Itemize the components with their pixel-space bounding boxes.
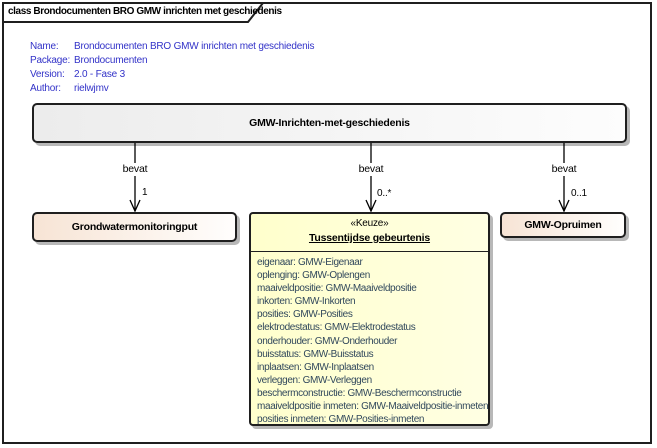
class-tussentijdse-gebeurtenis[interactable]: «Keuze» Tussentijdse gebeurtenis eigenaa… (249, 212, 490, 426)
class-header: «Keuze» Tussentijdse gebeurtenis (251, 214, 488, 252)
class-grondwatermonitoringput[interactable]: Grondwatermonitoringput (32, 212, 237, 242)
attribute-row: eigenaar: GMW-Eigenaar (257, 257, 363, 268)
attribute-row: beschermconstructie: GMW-Beschermconstru… (257, 387, 462, 399)
attribute-row: inkorten: GMW-Inkorten (257, 296, 356, 308)
metadata-row-package: Package: Brondocumenten (30, 54, 314, 68)
metadata-label: Version: (30, 69, 65, 80)
attribute-row: elektrodestatus: GMW-Elektrodestatus (257, 322, 416, 334)
diagram-frame (2, 2, 652, 444)
connector-label-bevat: bevat (542, 163, 586, 176)
metadata-label: Name: (30, 41, 59, 52)
attribute-row: posities: GMW-Posities (257, 309, 353, 321)
attribute-row: buisstatus: GMW-Buisstatus (257, 348, 374, 360)
metadata-row-name: Name: Brondocumenten BRO GMW inrichten m… (30, 40, 315, 54)
class-title: Tussentijdse gebeurtenis (308, 232, 431, 244)
multiplicity-label: 0..1 (571, 188, 587, 199)
metadata-value: Brondocumenten (74, 55, 148, 66)
class-gmw-inrichten-met-geschiedenis[interactable]: GMW-Inrichten-met-geschiedenis (32, 103, 627, 143)
attribute-row: maaiveldpositie inmeten: GMW-Maaiveldpos… (257, 401, 489, 413)
class-title: GMW-Opruimen (524, 219, 602, 231)
metadata-block: Name: Brondocumenten BRO GMW inrichten m… (30, 40, 315, 96)
attribute-compartment: eigenaar: GMW-Eigenaar oplenging: GMW-Op… (251, 252, 489, 426)
metadata-value: Brondocumenten BRO GMW inrichten met ges… (74, 41, 315, 52)
multiplicity-label: 1 (142, 187, 148, 198)
class-title: GMW-Inrichten-met-geschiedenis (249, 117, 410, 129)
class-gmw-opruimen[interactable]: GMW-Opruimen (500, 212, 626, 238)
metadata-value: 2.0 - Fase 3 (74, 69, 125, 80)
metadata-row-author: Author: rielwjmv (30, 82, 314, 96)
stereotype-label: «Keuze» (350, 218, 389, 229)
attribute-row: onderhouder: GMW-Onderhouder (257, 335, 398, 347)
attribute-row: inplaatsen: GMW-Inplaatsen (257, 361, 374, 373)
frame-title: class Brondocumenten BRO GMW inrichten m… (8, 6, 282, 17)
connector-label-bevat: bevat (113, 163, 157, 176)
metadata-label: Package: (30, 55, 71, 66)
attribute-row: posities inmeten: GMW-Posities-inmeten (257, 414, 425, 426)
metadata-label: Author: (30, 83, 61, 94)
metadata-row-version: Version: 2.0 - Fase 3 (30, 68, 314, 82)
tab-shape (2, 2, 266, 23)
attribute-row: verleggen: GMW-Verleggen (257, 374, 372, 386)
class-title: Grondwatermonitoringput (71, 221, 198, 233)
multiplicity-label: 0..* (377, 188, 392, 199)
connector-label-bevat: bevat (349, 163, 393, 176)
attribute-row: maaiveldpositie: GMW-Maaiveldpositie (257, 283, 417, 295)
diagram-frame-tab: class Brondocumenten BRO GMW inrichten m… (2, 2, 282, 24)
metadata-value: rielwjmv (74, 83, 109, 94)
attribute-row: oplenging: GMW-Oplengen (257, 270, 370, 282)
